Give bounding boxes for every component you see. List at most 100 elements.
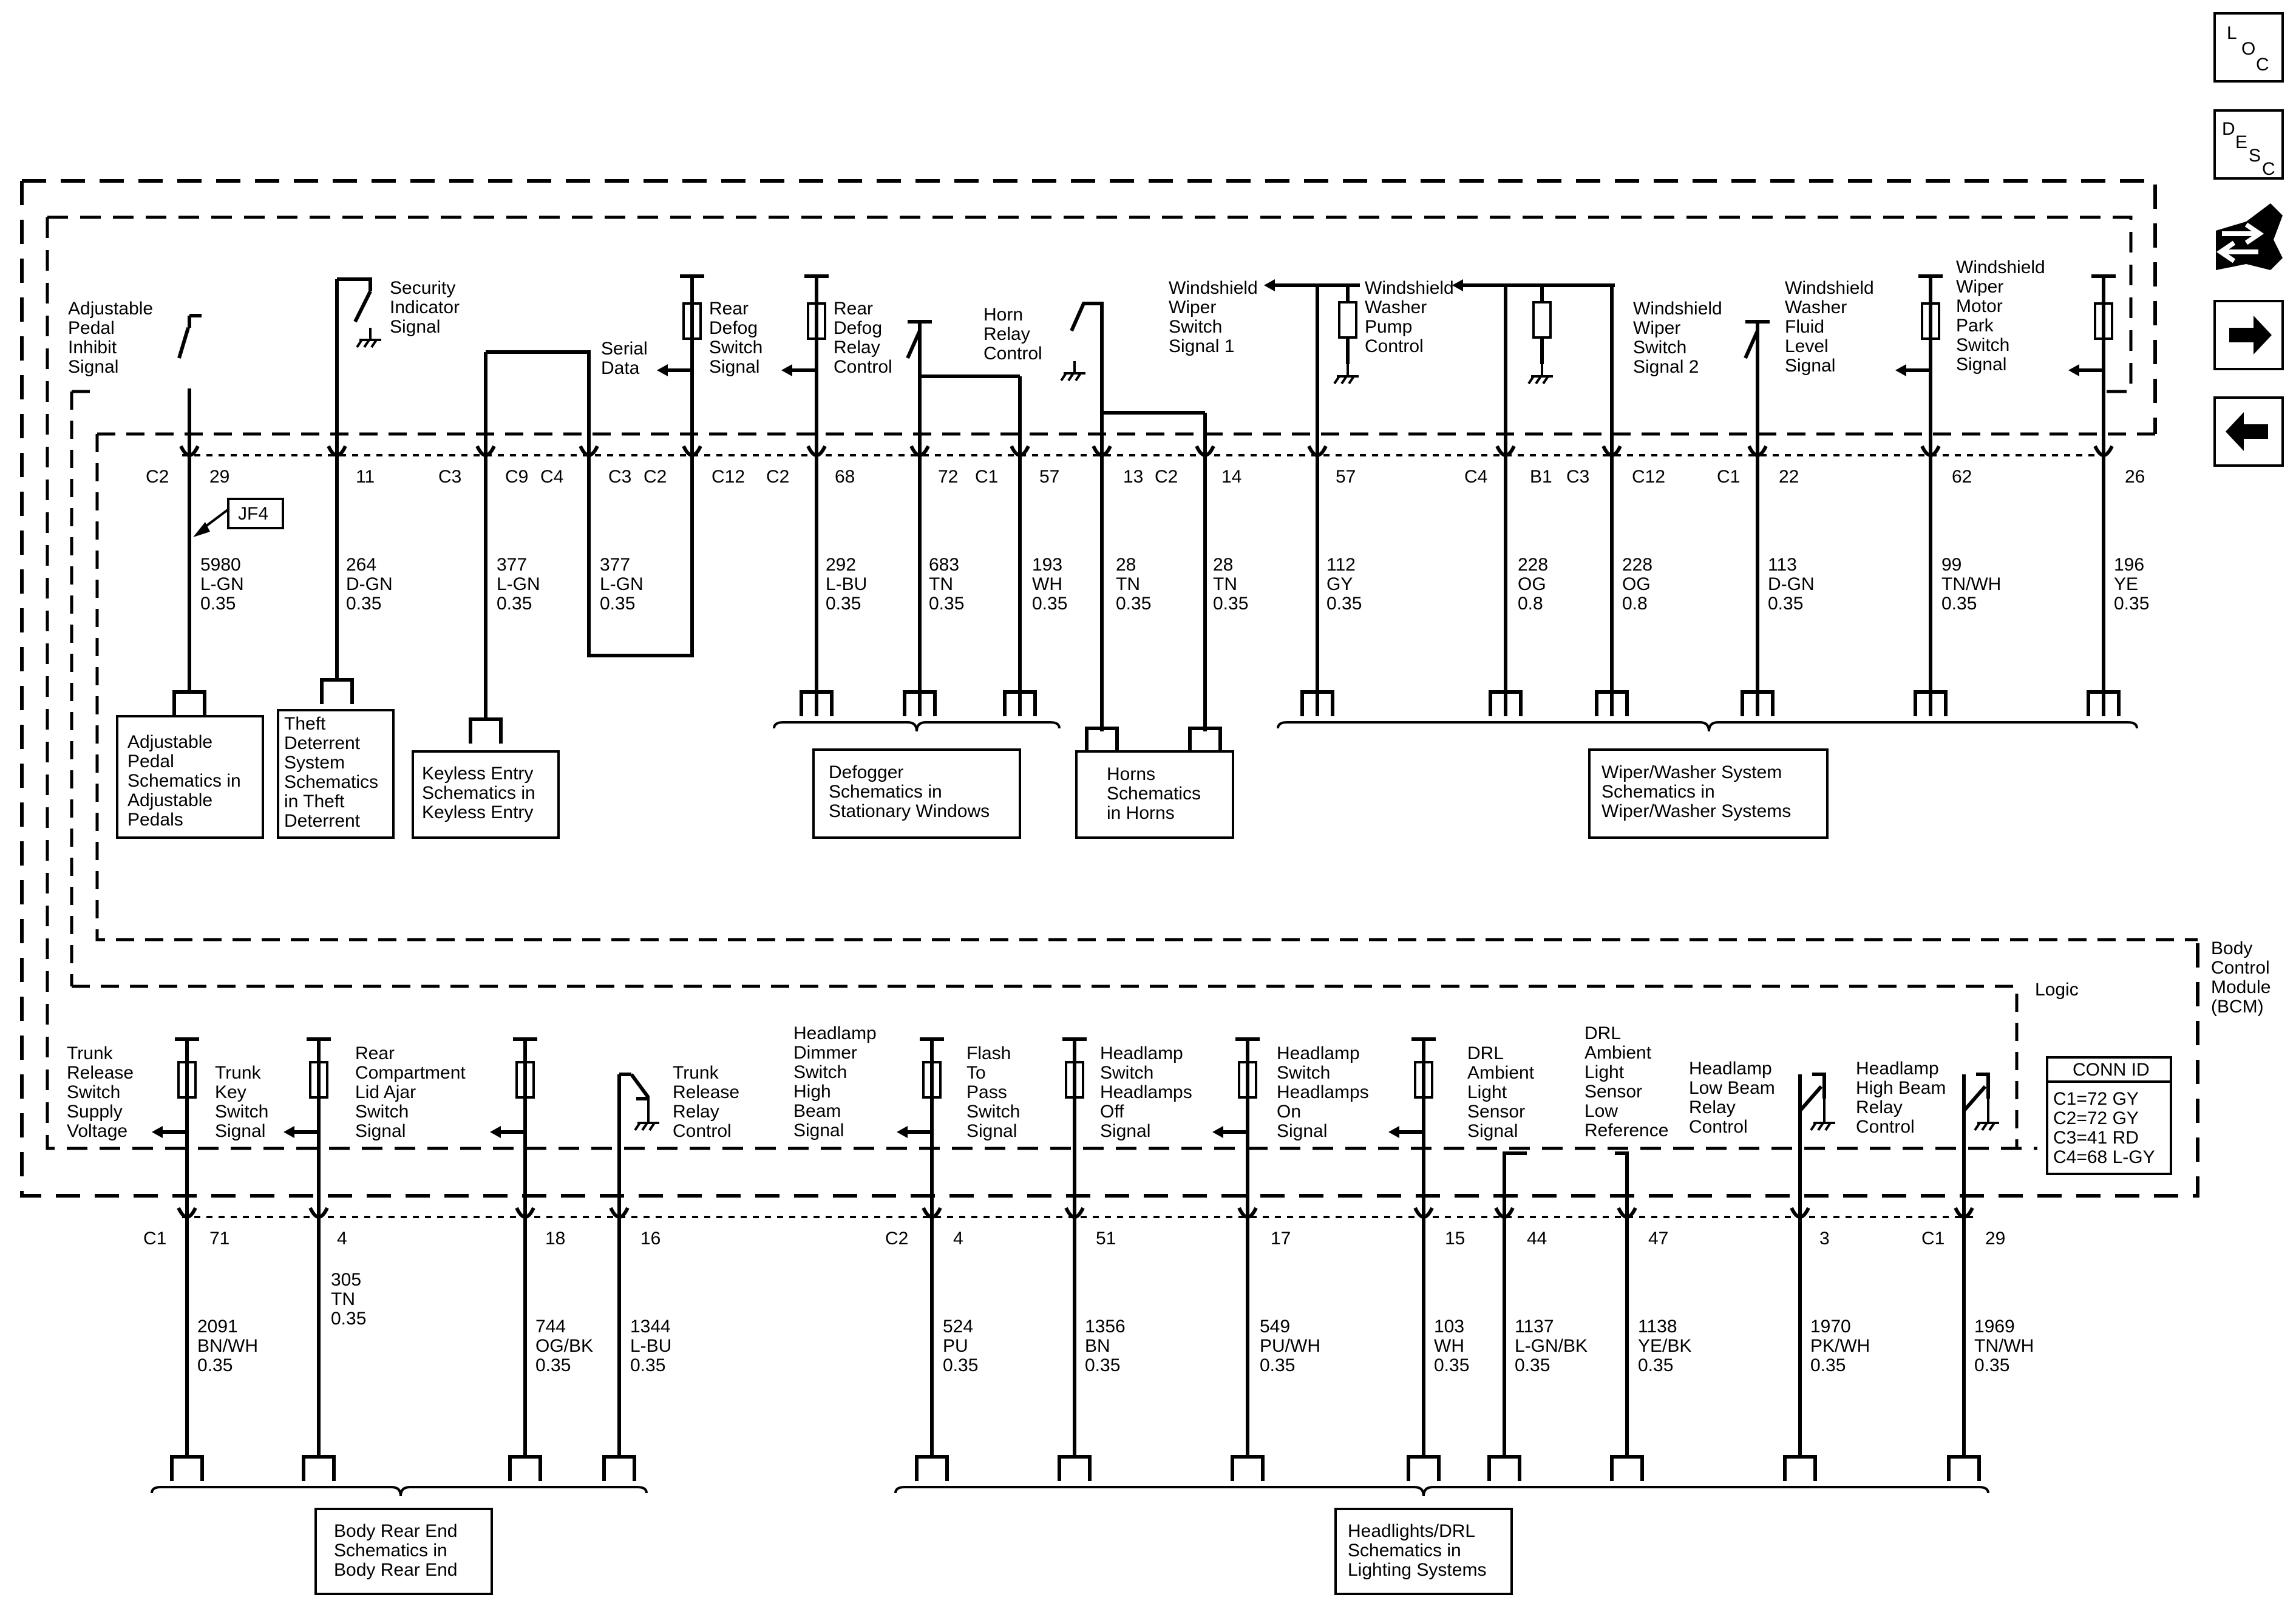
svg-text:Security: Security (390, 278, 455, 298)
svg-text:1138: 1138 (1638, 1317, 1677, 1337)
svg-text:Data: Data (601, 358, 640, 378)
svg-text:0.35: 0.35 (1326, 594, 1362, 614)
svg-text:28: 28 (1116, 555, 1136, 575)
svg-text:C1: C1 (1921, 1229, 1944, 1249)
bottom-wires (152, 1037, 1990, 1457)
svg-text:Schematics in: Schematics in (1601, 782, 1715, 802)
svg-text:YE/BK: YE/BK (1638, 1336, 1691, 1356)
left-arrow-icon (2226, 412, 2268, 451)
svg-text:Rear: Rear (834, 299, 873, 319)
svg-text:Body Rear End: Body Rear End (334, 1560, 457, 1580)
svg-text:Headlamps: Headlamps (1277, 1082, 1369, 1102)
svg-text:Relay: Relay (1856, 1097, 1903, 1117)
bcm-outline (20, 179, 2199, 1198)
svg-text:Pedal: Pedal (68, 318, 115, 338)
svg-text:0.35: 0.35 (535, 1355, 571, 1375)
svg-text:L-BU: L-BU (630, 1336, 671, 1356)
svg-text:0.35: 0.35 (346, 594, 381, 614)
svg-text:Schematics: Schematics (1107, 784, 1201, 804)
svg-text:Adjustable: Adjustable (127, 790, 212, 810)
svg-text:Pump: Pump (1365, 317, 1412, 337)
svg-text:C12: C12 (1632, 467, 1665, 487)
svg-text:Relay: Relay (983, 324, 1030, 344)
svg-text:Dimmer: Dimmer (793, 1043, 857, 1063)
conn-id-box: CONN ID C1=72 GY C2=72 GY C3=41 RD C4=68… (2046, 1056, 2172, 1175)
svg-text:C2: C2 (146, 467, 169, 487)
svg-text:113: 113 (1768, 555, 1797, 575)
svg-text:292: 292 (826, 555, 856, 575)
bcm-label: Body Control Module (BCM) (2211, 938, 2271, 1017)
bottom-brackets (151, 1486, 1989, 1497)
svg-text:Windshield: Windshield (1633, 299, 1722, 319)
svg-text:Defog: Defog (834, 318, 882, 338)
svg-text:Level: Level (1785, 336, 1829, 356)
svg-text:Windshield: Windshield (1956, 257, 2045, 277)
svg-text:D-GN: D-GN (1768, 574, 1815, 594)
svg-text:Switch: Switch (709, 337, 763, 358)
svg-text:Theft: Theft (284, 714, 326, 734)
svg-text:0.35: 0.35 (200, 594, 236, 614)
desc-letter-4: C (2262, 159, 2275, 179)
svg-text:Relay: Relay (1689, 1097, 1736, 1117)
svg-text:(BCM): (BCM) (2211, 997, 2264, 1017)
svg-text:JF4: JF4 (238, 504, 268, 524)
svg-text:377: 377 (600, 555, 630, 575)
svg-text:228: 228 (1622, 555, 1652, 575)
svg-text:On: On (1277, 1102, 1301, 1122)
ground-symbols (356, 328, 1999, 1131)
svg-text:1969: 1969 (1974, 1317, 2015, 1337)
svg-text:0.35: 0.35 (1941, 594, 1977, 614)
svg-text:62: 62 (1952, 467, 1972, 487)
svg-text:0.35: 0.35 (1768, 594, 1803, 614)
svg-text:Headlamp: Headlamp (1856, 1059, 1939, 1079)
svg-text:Pedal: Pedal (127, 751, 174, 771)
svg-text:Rear: Rear (709, 299, 749, 319)
svg-text:in Horns: in Horns (1107, 803, 1175, 823)
svg-text:Fluid: Fluid (1785, 317, 1824, 337)
svg-text:YE: YE (2114, 574, 2138, 594)
svg-text:4: 4 (337, 1229, 347, 1249)
svg-text:44: 44 (1527, 1229, 1547, 1249)
svg-text:TN: TN (1213, 574, 1237, 594)
svg-text:C4=68 L-GY: C4=68 L-GY (2053, 1147, 2155, 1167)
svg-text:Beam: Beam (793, 1101, 841, 1121)
svg-text:Switch: Switch (355, 1102, 409, 1122)
next-arrow-button[interactable] (2213, 300, 2284, 370)
svg-text:C3: C3 (438, 467, 461, 487)
svg-text:C3: C3 (608, 467, 631, 487)
svg-text:51: 51 (1096, 1229, 1116, 1249)
prev-arrow-button[interactable] (2213, 396, 2284, 467)
svg-text:L-GN: L-GN (497, 574, 540, 594)
svg-text:Schematics in: Schematics in (829, 782, 942, 802)
svg-text:Control: Control (983, 344, 1042, 364)
top-brackets (773, 721, 2138, 732)
loc-button[interactable]: L O C (2213, 12, 2284, 83)
svg-text:305: 305 (331, 1270, 361, 1290)
desc-button[interactable]: D E S C (2213, 109, 2284, 180)
svg-text:29: 29 (1985, 1229, 2005, 1249)
connector-view-icon[interactable] (2216, 203, 2283, 270)
svg-text:0.35: 0.35 (1434, 1355, 1469, 1375)
svg-text:Signal: Signal (355, 1121, 406, 1141)
svg-text:71: 71 (209, 1229, 229, 1249)
